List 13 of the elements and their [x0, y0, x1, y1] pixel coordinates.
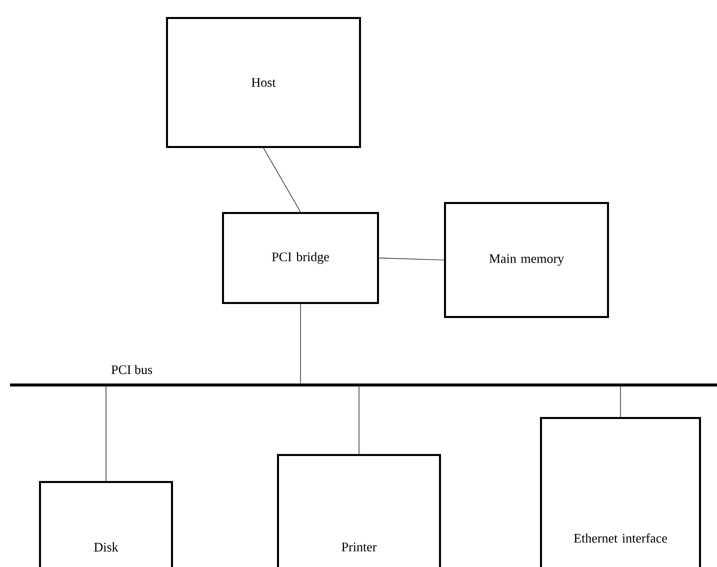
connector-line	[263, 148, 301, 212]
block-box: PCI bridge	[222, 212, 379, 304]
connector-line	[378, 258, 444, 260]
block-box: Main memory	[444, 202, 609, 318]
connector-line	[358, 386, 360, 454]
block-box: Disk	[39, 481, 173, 567]
connector-line	[300, 304, 301, 384]
bus-line	[10, 384, 717, 386]
block-box: Printer	[277, 454, 441, 567]
connector-line	[620, 386, 621, 418]
block-box: Host	[166, 17, 361, 148]
bus-label: PCI bus	[111, 364, 152, 374]
block-box: Ethernet interface	[540, 417, 701, 567]
